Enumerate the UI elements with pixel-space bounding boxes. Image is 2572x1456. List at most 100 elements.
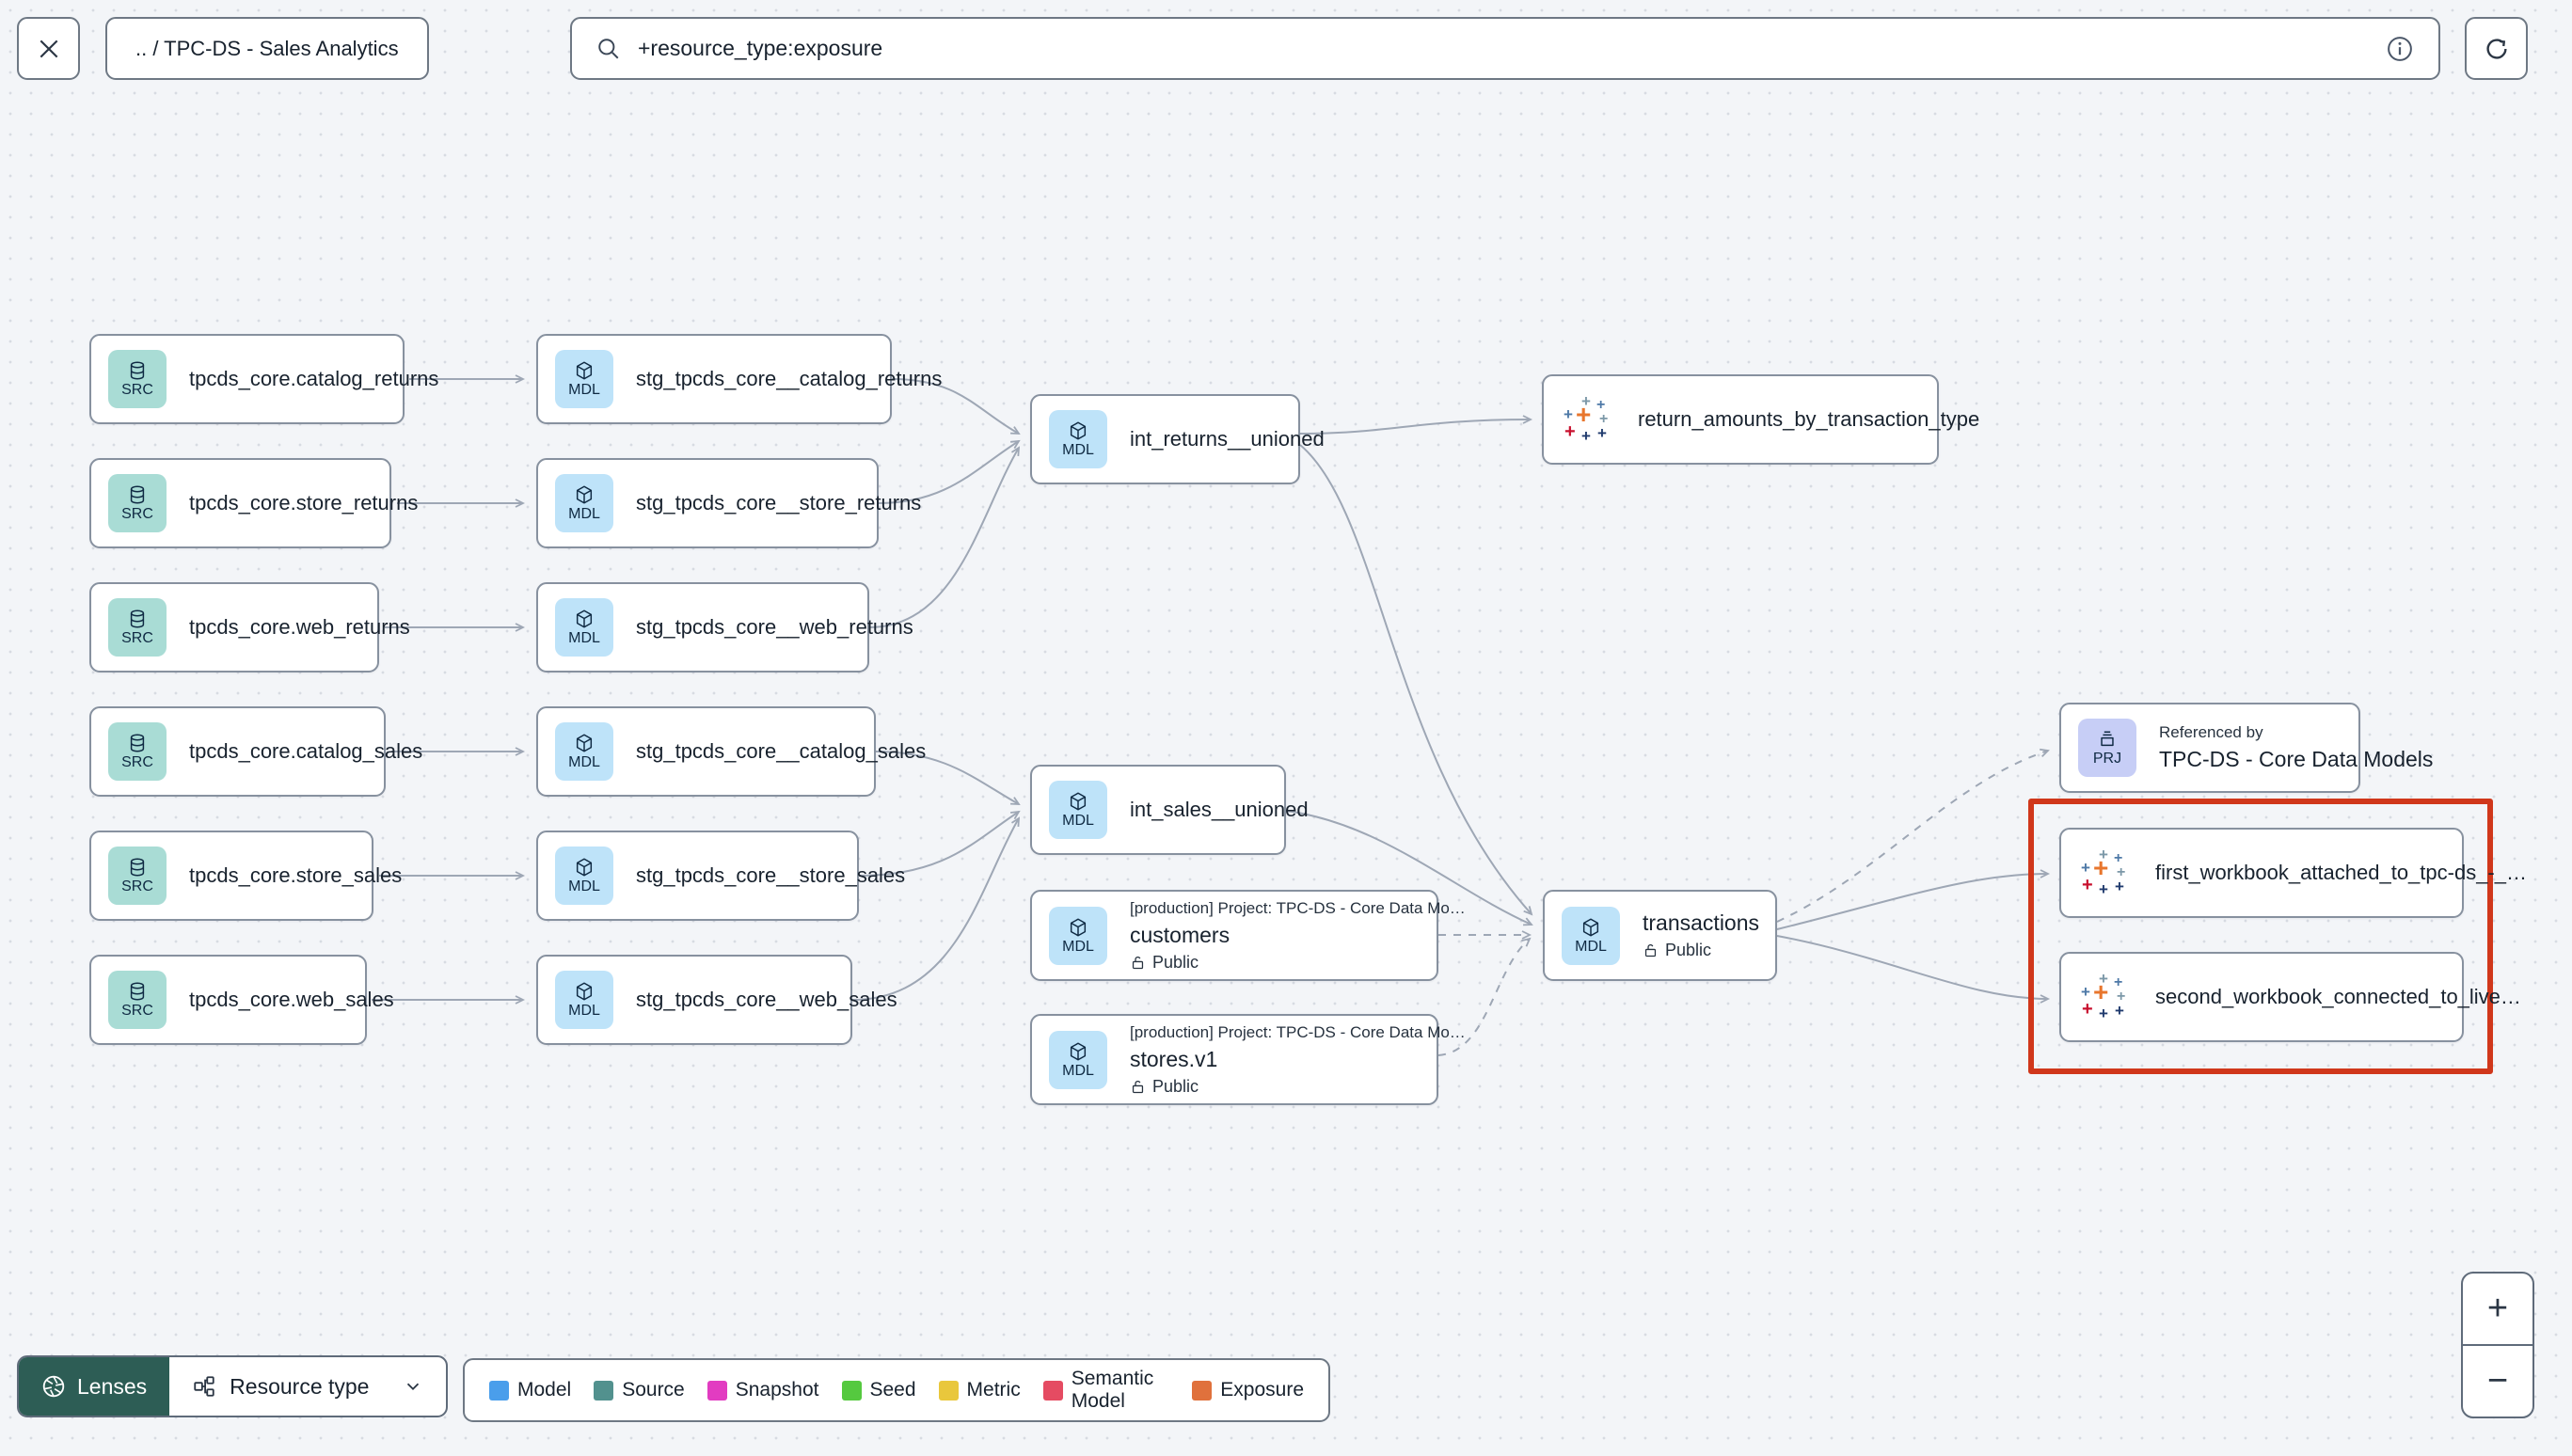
- search-input[interactable]: [638, 36, 2369, 61]
- legend-swatch: [594, 1380, 614, 1401]
- model-badge: MDL: [555, 350, 613, 408]
- close-button[interactable]: [17, 17, 80, 80]
- cube-icon: [1070, 918, 1087, 936]
- badge-label: MDL: [1575, 938, 1607, 955]
- cube-icon: [1070, 421, 1087, 440]
- tableau-icon: + + + + + + + +: [2081, 970, 2126, 1022]
- node-source-web-returns[interactable]: SRC tpcds_core.web_returns: [89, 582, 410, 673]
- legend-item-source: Source: [594, 1379, 685, 1401]
- referenced-by-title: Referenced by: [2159, 723, 2263, 741]
- legend-swatch: [841, 1380, 862, 1401]
- legend-item-model: Model: [489, 1379, 571, 1401]
- project-stack-icon: [2101, 731, 2114, 747]
- lenses-label: Lenses: [77, 1373, 148, 1399]
- unlock-icon: [1644, 944, 1657, 957]
- node-stg-store-returns[interactable]: MDL stg_tpcds_core__store_returns: [536, 458, 921, 548]
- close-icon: [40, 40, 57, 57]
- database-icon: [130, 609, 145, 628]
- source-badge: SRC: [108, 598, 167, 657]
- node-label: stg_tpcds_core__web_sales: [636, 988, 897, 1011]
- model-badge: MDL: [1562, 906, 1620, 965]
- source-badge: SRC: [108, 474, 167, 532]
- badge-label: SRC: [121, 754, 153, 770]
- node-exposure-return-amounts[interactable]: + + + + + + + + return_amounts_by_transa…: [1542, 374, 1979, 465]
- legend-swatch: [489, 1380, 509, 1401]
- legend-item-semantic-model: Semantic Model: [1042, 1368, 1170, 1413]
- source-badge: SRC: [108, 350, 167, 408]
- model-badge: MDL: [555, 598, 613, 657]
- source-badge: SRC: [108, 847, 167, 905]
- node-label: stg_tpcds_core__catalog_sales: [636, 739, 927, 763]
- unlock-icon: [1132, 1080, 1144, 1093]
- node-stg-web-sales[interactable]: MDL stg_tpcds_core__web_sales: [536, 955, 897, 1045]
- node-transactions[interactable]: MDL transactions Public: [1543, 890, 1777, 981]
- hierarchy-icon: [194, 1376, 214, 1397]
- breadcrumb[interactable]: .. / TPC-DS - Sales Analytics: [105, 17, 429, 80]
- badge-label: MDL: [1062, 1062, 1094, 1079]
- model-badge: MDL: [1049, 906, 1107, 965]
- search-info-button[interactable]: [2386, 35, 2414, 63]
- database-icon: [130, 361, 145, 380]
- node-label: customers: [1130, 922, 1230, 947]
- legend-swatch: [1042, 1380, 1063, 1401]
- database-icon: [130, 858, 145, 877]
- legend-item-metric: Metric: [938, 1379, 1021, 1401]
- node-referenced-by-project[interactable]: PRJ Referenced by TPC-DS - Core Data Mod…: [2059, 703, 2433, 793]
- legend: Model Source Snapshot Seed Metric Semant…: [463, 1358, 1330, 1422]
- badge-label: MDL: [1062, 442, 1094, 458]
- cube-icon: [576, 858, 593, 877]
- node-source-store-sales[interactable]: SRC tpcds_core.store_sales: [89, 831, 402, 921]
- chevron-down-icon: [406, 1383, 420, 1391]
- cube-icon: [1582, 918, 1599, 936]
- node-label: tpcds_core.web_sales: [189, 988, 394, 1011]
- node-source-catalog-sales[interactable]: SRC tpcds_core.catalog_sales: [89, 706, 422, 797]
- node-exposure-first-workbook[interactable]: + + + + + + + + first_workbook_attached_…: [2059, 828, 2527, 918]
- badge-label: SRC: [121, 506, 153, 522]
- resource-type-label: Resource type: [230, 1373, 370, 1399]
- badge-label: SRC: [121, 878, 153, 894]
- node-source-store-returns[interactable]: SRC tpcds_core.store_returns: [89, 458, 418, 548]
- model-badge: MDL: [1049, 410, 1107, 468]
- cube-icon: [1070, 792, 1087, 811]
- node-project-label: [production] Project: TPC-DS - Core Data…: [1130, 898, 1466, 917]
- cube-icon: [576, 361, 593, 380]
- node-int-sales-unioned[interactable]: MDL int_sales__unioned: [1030, 765, 1309, 855]
- search-bar[interactable]: [570, 17, 2440, 80]
- node-label: second_workbook_connected_to_live…: [2155, 985, 2521, 1008]
- node-label: stg_tpcds_core__store_sales: [636, 863, 906, 887]
- database-icon: [130, 734, 145, 752]
- node-source-web-sales[interactable]: SRC tpcds_core.web_sales: [89, 955, 394, 1045]
- lenses-button[interactable]: Lenses: [19, 1357, 170, 1416]
- node-label: int_sales__unioned: [1130, 798, 1309, 821]
- project-badge: PRJ: [2078, 719, 2136, 777]
- node-stores-v1[interactable]: MDL [production] Project: TPC-DS - Core …: [1030, 1014, 1466, 1105]
- legend-swatch: [1192, 1380, 1213, 1401]
- node-customers[interactable]: MDL [production] Project: TPC-DS - Core …: [1030, 890, 1466, 981]
- unlock-icon: [1132, 956, 1144, 969]
- zoom-in-button[interactable]: +: [2463, 1274, 2532, 1346]
- resource-type-dropdown[interactable]: Resource type: [169, 1357, 446, 1416]
- refresh-button[interactable]: [2465, 17, 2528, 80]
- node-exposure-second-workbook[interactable]: + + + + + + + + second_workbook_connecte…: [2059, 952, 2521, 1042]
- badge-label: MDL: [1062, 813, 1094, 829]
- badge-label: MDL: [568, 506, 600, 522]
- source-badge: SRC: [108, 722, 167, 781]
- access-label: Public: [1665, 941, 1712, 959]
- info-icon: [2388, 36, 2412, 61]
- node-stg-web-returns[interactable]: MDL stg_tpcds_core__web_returns: [536, 582, 913, 673]
- zoom-out-button[interactable]: −: [2486, 1361, 2509, 1401]
- node-label: stg_tpcds_core__web_returns: [636, 615, 913, 639]
- cube-icon: [576, 982, 593, 1001]
- badge-label: SRC: [121, 630, 153, 646]
- model-badge: MDL: [555, 847, 613, 905]
- model-badge: MDL: [555, 474, 613, 532]
- node-source-catalog-returns[interactable]: SRC tpcds_core.catalog_returns: [89, 334, 438, 424]
- node-int-returns-unioned[interactable]: MDL int_returns__unioned: [1030, 394, 1325, 484]
- node-label: return_amounts_by_transaction_type: [1638, 407, 1980, 431]
- node-stg-store-sales[interactable]: MDL stg_tpcds_core__store_sales: [536, 831, 905, 921]
- node-stg-catalog-returns[interactable]: MDL stg_tpcds_core__catalog_returns: [536, 334, 942, 424]
- node-stg-catalog-sales[interactable]: MDL stg_tpcds_core__catalog_sales: [536, 706, 926, 797]
- cube-icon: [576, 609, 593, 628]
- cube-icon: [1070, 1042, 1087, 1060]
